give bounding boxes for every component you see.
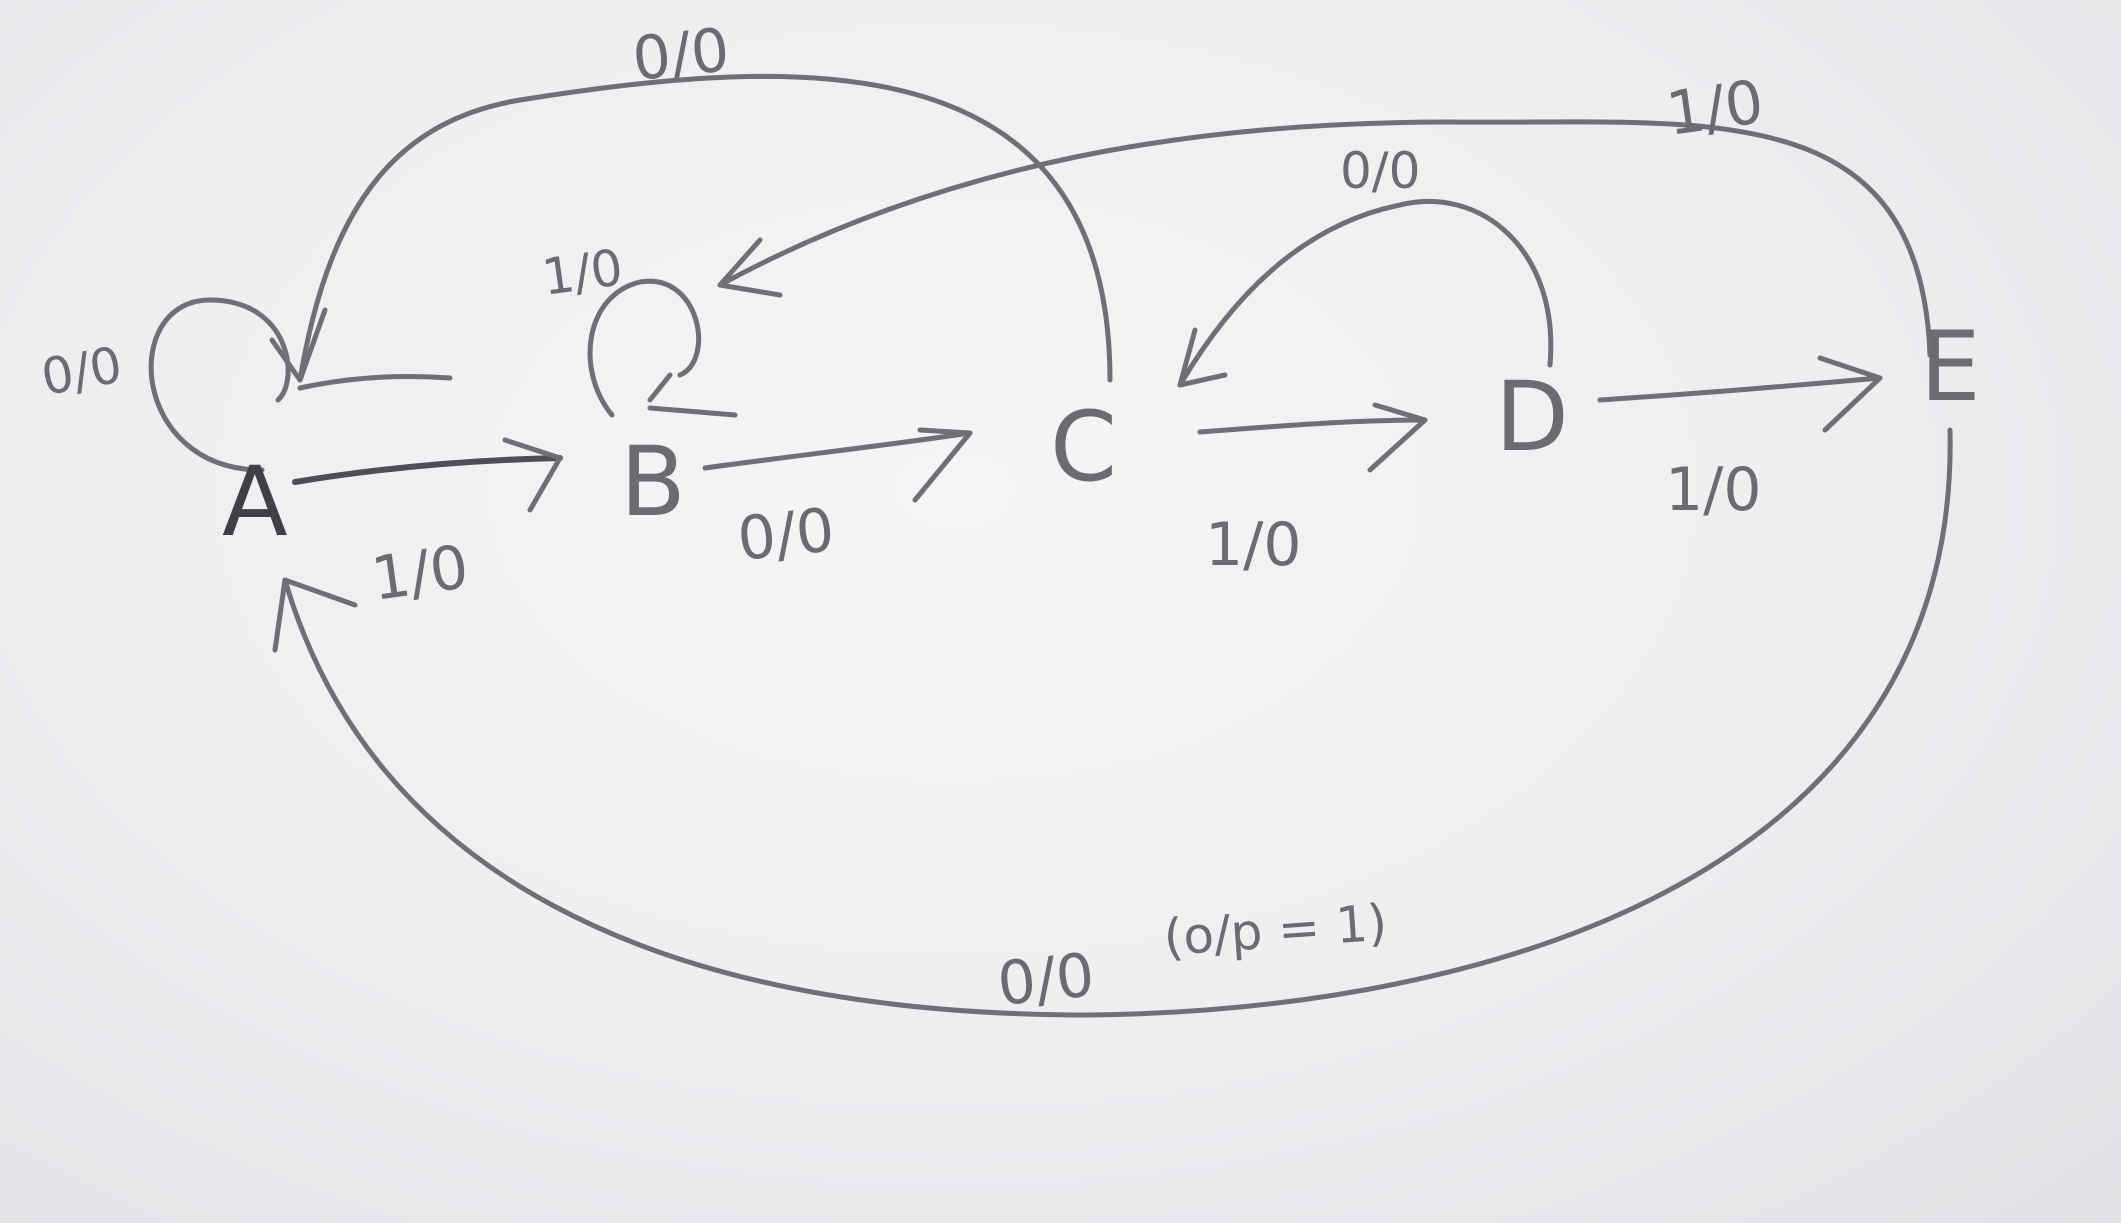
state-d: D — [1495, 361, 1569, 473]
edge-a-to-b-arrowhead — [502, 437, 563, 513]
edge-d-to-c-arrowhead — [1177, 327, 1228, 388]
label-b-self: 1/0 — [539, 238, 627, 307]
edge-b-to-c — [702, 430, 973, 471]
output-note: (o/p = 1) — [1162, 894, 1389, 967]
edge-a-to-b — [292, 455, 563, 485]
edge-c-to-a-arrowhead — [269, 307, 328, 383]
edge-a-self — [148, 297, 291, 473]
edge-d-to-e — [1597, 375, 1883, 403]
edge-c-to-a — [297, 73, 1113, 383]
label-e-to-a: 0/0 — [994, 940, 1097, 1020]
edge-d-to-e-arrowhead — [1817, 355, 1883, 433]
label-c-to-a: 0/0 — [629, 15, 732, 95]
edge-a-stroke — [297, 373, 453, 391]
edge-b-self-arrowhead — [647, 372, 738, 418]
edge-e-to-a-arrowhead — [272, 577, 358, 653]
edge-e-to-a — [282, 427, 1953, 1018]
label-c-to-d: 1/0 — [1205, 510, 1302, 580]
label-d-to-e: 1/0 — [1665, 455, 1762, 525]
edge-b-self — [587, 278, 702, 418]
label-d-to-c: 0/0 — [1340, 142, 1420, 200]
state-c: C — [1050, 391, 1117, 503]
edge-c-to-d-arrowhead — [1367, 402, 1428, 473]
edge-e-to-b — [717, 119, 1933, 358]
label-e-to-b: 1/0 — [1662, 67, 1767, 150]
label-a-to-b: 1/0 — [367, 532, 472, 615]
label-b-to-c: 0/0 — [734, 495, 837, 575]
label-a-self: 0/0 — [37, 336, 126, 407]
edge-e-to-b-arrowhead — [717, 237, 783, 298]
state-b: B — [620, 426, 686, 538]
edge-c-to-d — [1197, 417, 1428, 435]
edge-b-to-c-arrowhead — [912, 427, 973, 503]
edge-d-to-c — [1177, 198, 1554, 388]
state-e: E — [1920, 311, 1981, 423]
state-a: A — [222, 446, 288, 558]
